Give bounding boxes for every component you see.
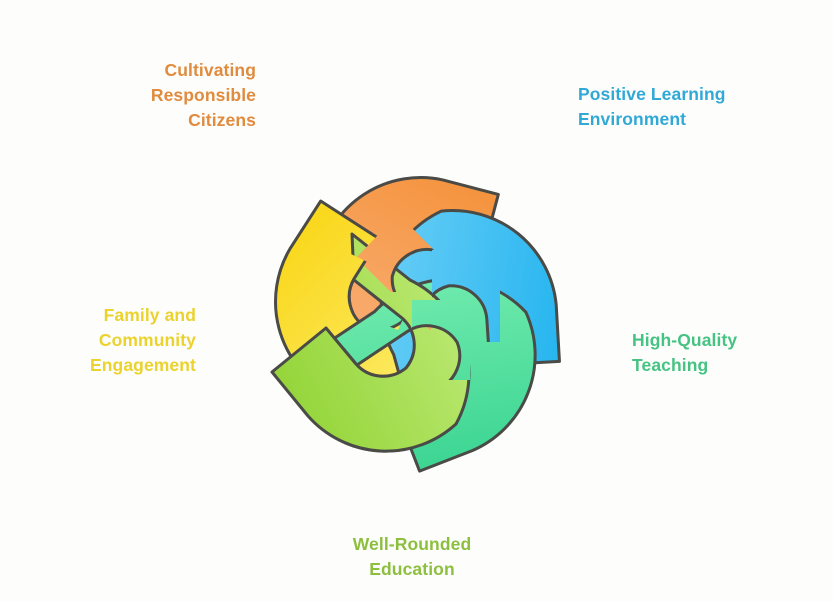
label-cultivating-responsible-citizens: Cultivating Responsible Citizens <box>150 60 256 130</box>
label-high-quality-teaching: High-Quality Teaching <box>632 330 738 375</box>
label-family-and-community-engagement: Family and Community Engagement <box>89 305 196 375</box>
label-positive-learning-environment: Positive Learning Environment <box>578 84 726 129</box>
label-well-rounded-education: Well-Rounded Education <box>352 534 472 579</box>
